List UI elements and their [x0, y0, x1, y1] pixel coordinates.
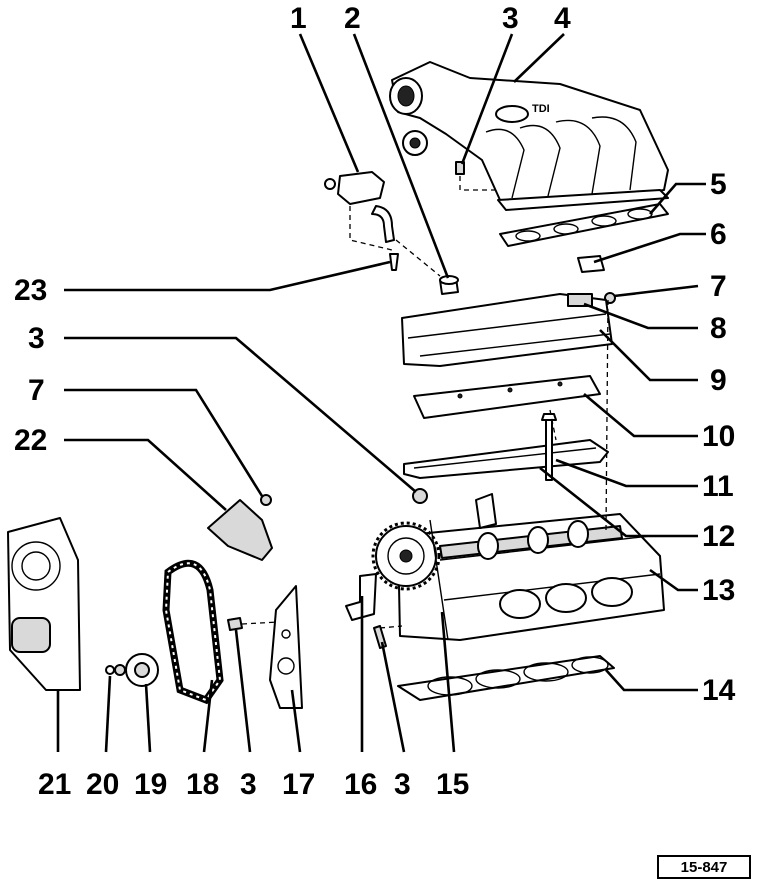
leader-5 [649, 182, 706, 215]
callout-5: 5 [710, 168, 727, 201]
breather-valve [324, 171, 395, 243]
callout-19: 19 [134, 768, 167, 801]
leader-3a [460, 33, 514, 165]
leader-7a [613, 284, 699, 298]
callout-3-left: 3 [28, 322, 45, 355]
timing-belt [162, 559, 224, 705]
leader-14 [605, 669, 698, 692]
upper-timing-belt-guard [207, 499, 273, 561]
leader-6 [593, 232, 706, 264]
cylinder-head-gasket [397, 655, 615, 701]
leader-23 [64, 260, 391, 292]
bracket-bolt [373, 625, 387, 649]
leader-7b [64, 388, 264, 497]
callout-2: 2 [344, 2, 361, 35]
callout-4: 4 [554, 2, 571, 35]
callout-6: 6 [710, 218, 727, 251]
leader-12 [539, 466, 698, 538]
callout-20: 20 [86, 768, 119, 801]
callout-1: 1 [290, 2, 307, 35]
cylinder-head-assembly [371, 493, 665, 641]
leader-15 [440, 611, 456, 753]
tensioner-pulley [125, 653, 159, 687]
leader-18 [202, 679, 214, 753]
leader-11 [555, 458, 698, 488]
leader-3d [64, 336, 417, 493]
front-timing-belt-guard [7, 517, 81, 691]
manifold-bolt [455, 161, 465, 175]
leader-8 [583, 302, 698, 330]
rear-timing-belt-guard [269, 585, 303, 709]
leader-2 [352, 33, 450, 279]
leader-10 [583, 393, 698, 438]
leader-13 [649, 568, 698, 592]
leader-4 [513, 33, 565, 83]
leader-17 [290, 689, 302, 753]
callout-10: 10 [702, 420, 735, 453]
leader-3c [234, 629, 252, 753]
leader-3b [380, 641, 406, 753]
leader-9 [599, 329, 698, 382]
callout-23: 23 [14, 274, 47, 307]
cylinder-head-cover-bracket [577, 255, 605, 273]
callout-3-bottom-right: 3 [394, 768, 411, 801]
callout-3-top: 3 [502, 2, 519, 35]
manifold-logo-text: TDI [532, 103, 550, 115]
leader-22 [64, 438, 227, 511]
cylinder-head-cover [401, 293, 613, 367]
callout-7-right: 7 [710, 270, 727, 303]
callout-22: 22 [14, 424, 47, 457]
pulley-nut [105, 664, 126, 676]
callout-18: 18 [186, 768, 219, 801]
figure-reference-number: 15-847 [657, 855, 751, 879]
callout-11: 11 [702, 470, 734, 503]
callout-21: 21 [38, 768, 71, 801]
leader-1 [298, 33, 360, 173]
intake-manifold [389, 61, 669, 211]
intake-manifold-gasket [499, 203, 669, 247]
callout-7-left: 7 [28, 374, 45, 407]
callout-17: 17 [282, 768, 315, 801]
callout-9: 9 [710, 364, 727, 397]
callout-8: 8 [710, 312, 727, 345]
leader-lines [56, 33, 706, 753]
dipstick-tube [541, 413, 557, 481]
callout-3-bottom-middle: 3 [240, 768, 257, 801]
oil-baffle [413, 375, 601, 419]
guard-bolt [227, 617, 243, 631]
leader-19 [144, 683, 152, 753]
nut-left [260, 494, 272, 506]
callout-15: 15 [436, 768, 469, 801]
leader-20 [104, 675, 112, 753]
hose-clamp [389, 253, 399, 271]
callout-14: 14 [702, 674, 736, 707]
callout-12: 12 [702, 520, 735, 553]
camshaft-sprocket-bolt [412, 488, 428, 504]
callout-13: 13 [702, 574, 735, 607]
oil-filler-cap [439, 275, 459, 295]
callout-numbers: 1 2 3 4 5 6 7 8 9 10 11 12 13 14 15 16 3… [14, 2, 736, 801]
callout-16: 16 [344, 768, 377, 801]
cylinder-head-cover-gasket [403, 439, 609, 479]
